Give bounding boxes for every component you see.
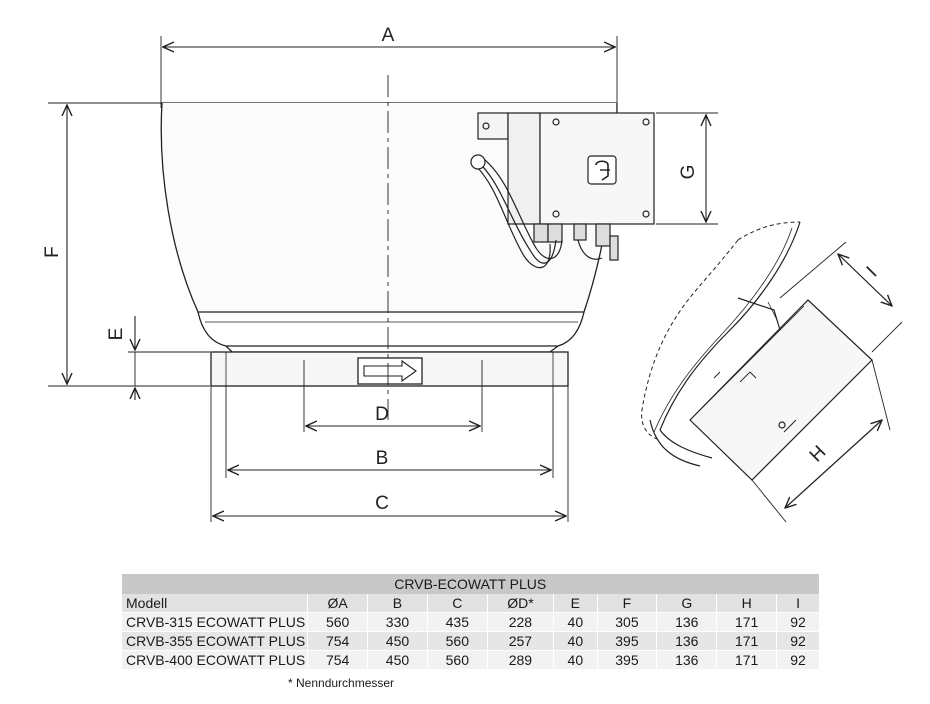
dim-label-e: E xyxy=(106,328,127,341)
dim-label-d: D xyxy=(375,404,389,425)
cell: 171 xyxy=(716,650,777,669)
header-c: C xyxy=(426,594,488,613)
cell: 136 xyxy=(656,650,717,669)
cell: 560 xyxy=(426,631,488,651)
cell: 395 xyxy=(596,631,657,651)
cell: 171 xyxy=(716,612,777,632)
table-header-row: Modell ØA B C ØD* E F G H I xyxy=(120,594,819,613)
cell: 450 xyxy=(367,650,428,669)
cell: 754 xyxy=(307,631,368,651)
cell: 289 xyxy=(486,650,554,669)
cell: 40 xyxy=(553,631,598,651)
fan-housing xyxy=(48,75,618,420)
header-i: I xyxy=(776,594,819,613)
header-b: B xyxy=(367,594,428,613)
cell: 92 xyxy=(776,650,819,669)
header-modell: Modell xyxy=(120,594,308,613)
dim-label-b: B xyxy=(376,448,389,469)
table-row: CRVB-315 ECOWATT PLUS 560 330 435 228 40… xyxy=(120,612,819,632)
dimension-table: CRVB-ECOWATT PLUS Modell ØA B C ØD* E F … xyxy=(120,574,819,669)
cell: 228 xyxy=(486,612,554,632)
technical-drawing: A F E G D B C I H xyxy=(42,25,903,523)
cell: 92 xyxy=(776,612,819,632)
cell: 560 xyxy=(307,612,368,632)
cell: 92 xyxy=(776,631,819,651)
cell: 40 xyxy=(553,650,598,669)
footnote: * Nenndurchmesser xyxy=(288,676,395,690)
table-title: CRVB-ECOWATT PLUS xyxy=(121,574,819,594)
cell: 40 xyxy=(553,612,598,632)
cell: 395 xyxy=(596,650,657,669)
cell: 435 xyxy=(426,612,488,632)
detail-view xyxy=(641,221,903,523)
dim-label-f: F xyxy=(42,246,63,258)
cell: 560 xyxy=(426,650,488,669)
cell: 330 xyxy=(367,612,428,632)
dim-label-c: C xyxy=(375,493,389,514)
dim-label-a: A xyxy=(382,25,395,46)
header-e: E xyxy=(553,594,598,613)
cell: 450 xyxy=(367,631,428,651)
table-row: CRVB-355 ECOWATT PLUS 754 450 560 257 40… xyxy=(120,631,819,651)
cell: 754 xyxy=(307,650,368,669)
dimension-lines xyxy=(48,36,718,522)
cell: 257 xyxy=(486,631,554,651)
cell-model: CRVB-355 ECOWATT PLUS xyxy=(120,631,308,651)
cell: 136 xyxy=(656,631,717,651)
cell-model: CRVB-400 ECOWATT PLUS xyxy=(120,650,308,669)
cell: 305 xyxy=(596,612,657,632)
dim-label-i: I xyxy=(863,263,882,282)
dim-label-g: G xyxy=(678,165,699,180)
dim-label-h: H xyxy=(806,442,831,467)
table-row: CRVB-400 ECOWATT PLUS 754 450 560 289 40… xyxy=(120,650,819,669)
cell: 136 xyxy=(656,612,717,632)
header-a: ØA xyxy=(307,594,368,613)
header-f: F xyxy=(596,594,657,613)
cell-model: CRVB-315 ECOWATT PLUS xyxy=(120,612,308,632)
junction-box xyxy=(470,112,655,269)
header-h: H xyxy=(716,594,777,613)
header-g: G xyxy=(656,594,717,613)
header-d: ØD* xyxy=(486,594,554,613)
cell: 171 xyxy=(716,631,777,651)
